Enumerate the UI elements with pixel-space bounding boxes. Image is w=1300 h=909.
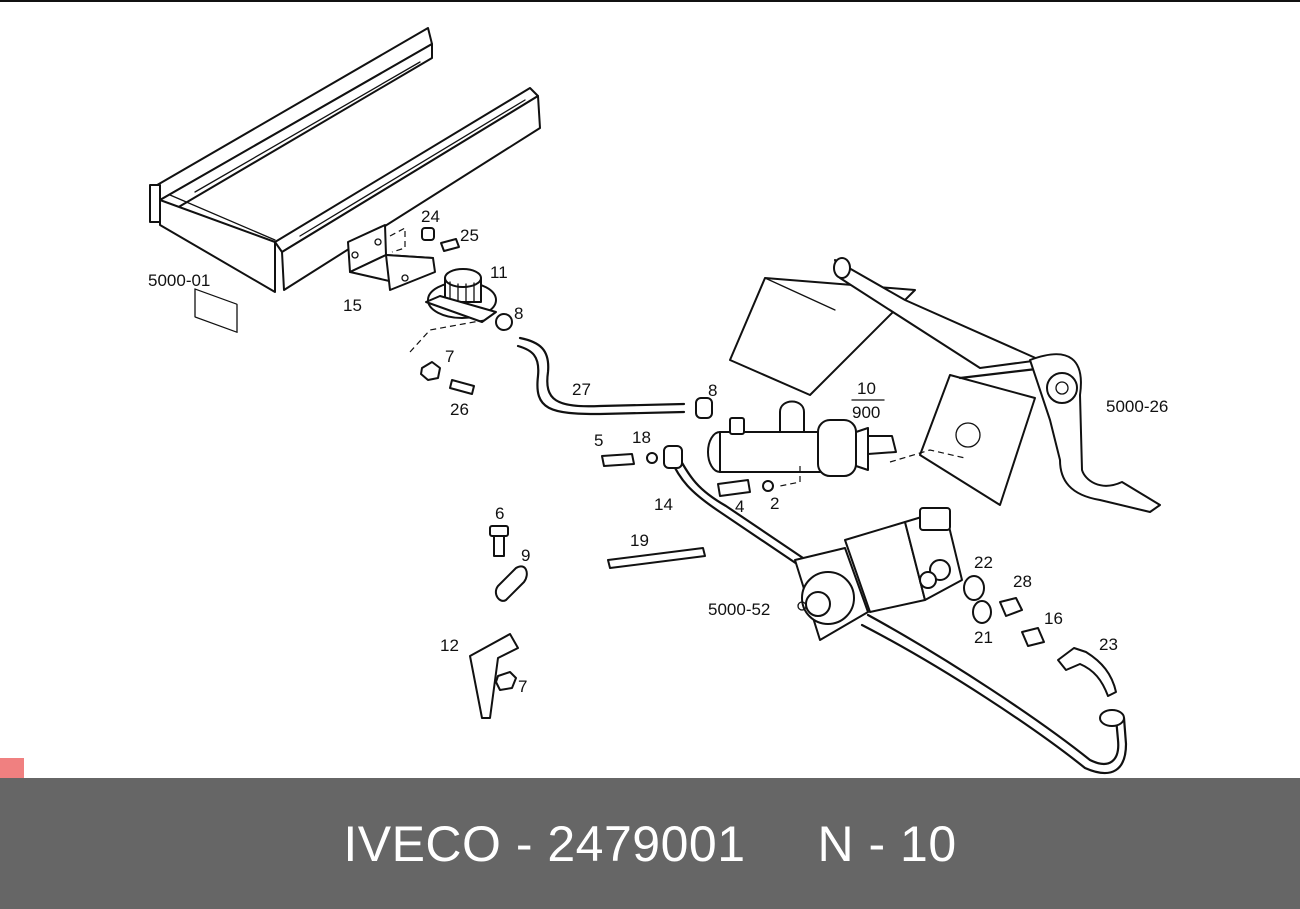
label-5000-52: 5000-52 — [708, 600, 770, 619]
elbow-23 — [1057, 647, 1117, 697]
top-border-line — [0, 0, 1300, 2]
label-27: 27 — [572, 380, 591, 399]
label-2: 2 — [770, 494, 779, 513]
label-7-a: 7 — [445, 347, 454, 366]
rod-19 — [607, 547, 706, 569]
clip-9 — [494, 565, 528, 602]
corner-marker — [0, 758, 24, 778]
label-5: 5 — [594, 431, 603, 450]
label-6: 6 — [495, 504, 504, 523]
label-24: 24 — [421, 207, 440, 226]
label-21: 21 — [974, 628, 993, 647]
hose-27-inner — [516, 344, 686, 416]
fitting-16 — [1021, 627, 1045, 647]
label-26: 26 — [450, 400, 469, 419]
washer-2 — [762, 480, 774, 492]
washer-24 — [421, 227, 435, 241]
label-10: 10 — [857, 379, 876, 398]
nut-7 — [420, 361, 441, 381]
label-5000-26: 5000-26 — [1106, 397, 1168, 416]
label-28: 28 — [1013, 572, 1032, 591]
label-14: 14 — [654, 495, 673, 514]
bolt-26 — [449, 379, 475, 395]
exploded-parts-diagram: 24 25 11 5000-01 15 8 7 26 27 8 10 900 5… — [148, 27, 1168, 774]
label-4: 4 — [735, 497, 744, 516]
caption-bar: IVECO - 2479001 N - 10 — [0, 778, 1300, 909]
label-22: 22 — [974, 553, 993, 572]
fluid-reservoir-11 — [425, 268, 497, 323]
part-number-caption: IVECO - 2479001 N - 10 — [343, 815, 957, 872]
frame-rails — [149, 27, 541, 333]
label-8-a: 8 — [514, 304, 523, 323]
label-25: 25 — [460, 226, 479, 245]
label-8-b: 8 — [708, 381, 717, 400]
bolt-5 — [601, 453, 635, 467]
label-11: 11 — [490, 263, 508, 282]
clutch-servo-5000-52 — [794, 507, 963, 641]
label-7-b: 7 — [518, 677, 527, 696]
label-15: 15 — [343, 296, 362, 315]
label-19: 19 — [630, 531, 649, 550]
seal-21 — [972, 600, 992, 624]
label-900: 900 — [852, 403, 880, 422]
fitting-28 — [999, 597, 1023, 617]
clamp-8 — [495, 313, 513, 331]
label-23: 23 — [1099, 635, 1118, 654]
bracket-15 — [347, 224, 436, 291]
seal-22 — [963, 575, 985, 601]
hose-27 — [518, 336, 686, 408]
label-12: 12 — [440, 636, 459, 655]
master-cylinder-10 — [707, 400, 897, 477]
bolt-4 — [717, 479, 751, 497]
bolt-25 — [440, 238, 460, 252]
pipe-lower — [866, 613, 1120, 765]
nut-7-b — [495, 671, 517, 691]
bracket-12 — [469, 633, 519, 719]
pedal-assembly — [729, 257, 1161, 513]
washer-18 — [646, 452, 658, 464]
label-16: 16 — [1044, 609, 1063, 628]
label-9: 9 — [521, 546, 530, 565]
label-5000-01: 5000-01 — [148, 271, 210, 290]
pipe-lower-b — [860, 623, 1128, 774]
clamp-8-b — [695, 397, 713, 419]
label-18: 18 — [632, 428, 651, 447]
